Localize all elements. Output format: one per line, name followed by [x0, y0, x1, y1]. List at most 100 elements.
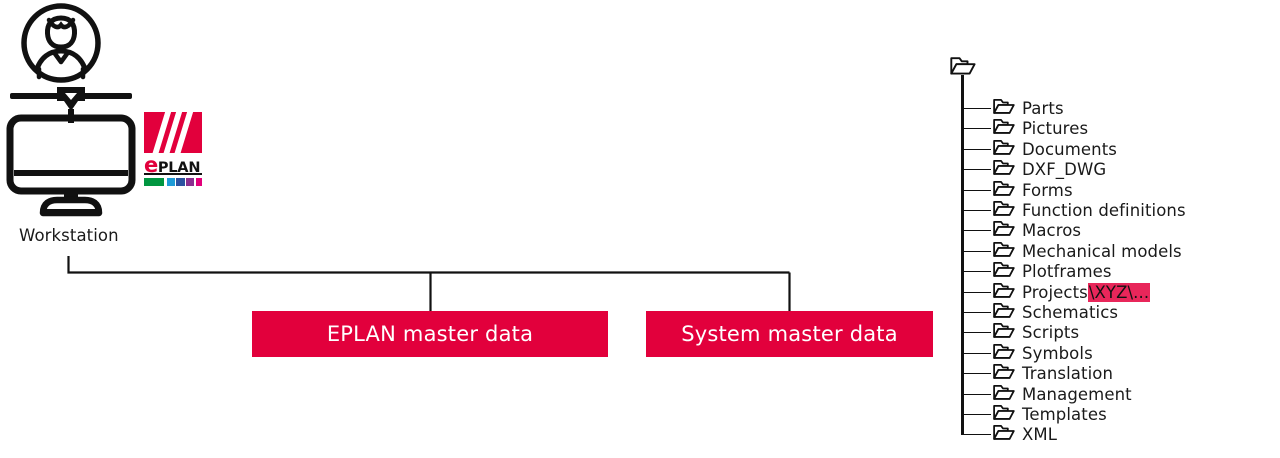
tree-item-label: Forms	[1022, 180, 1073, 200]
tree-item-label: Scripts	[1022, 323, 1080, 343]
workstation-label: Workstation	[19, 226, 119, 245]
folder-icon	[993, 98, 1015, 119]
tree-branch-line	[961, 291, 991, 293]
tree-item-label: Function definitions	[1022, 201, 1186, 220]
eplan-logo-mark	[144, 112, 202, 153]
tree-row[interactable]: Parts	[961, 98, 1064, 119]
tree-row[interactable]: Schematics	[961, 302, 1118, 323]
colorbar-gap	[163, 178, 167, 186]
folder-icon	[993, 384, 1015, 405]
eplan-master-data-box[interactable]: EPLAN master data	[252, 311, 608, 357]
root-folder-icon[interactable]	[950, 56, 976, 76]
folder-icon	[993, 200, 1015, 221]
tree-item-label: Management	[1022, 384, 1132, 404]
folder-icon	[993, 384, 1015, 400]
tree-branch-line	[961, 352, 991, 354]
user-avatar-icon	[21, 3, 101, 83]
tree-branch-line	[961, 414, 991, 415]
folder-icon	[993, 180, 1015, 201]
folder-icon	[993, 221, 1015, 237]
colorbar-gap	[174, 178, 177, 186]
tree-row[interactable]: Management	[961, 384, 1132, 405]
tree-item-label: XML	[1022, 425, 1058, 445]
tree-branch-line	[961, 312, 991, 313]
tree-branch-line	[961, 108, 991, 109]
folder-icon	[993, 159, 1015, 180]
tree-branch-line	[961, 332, 991, 334]
folder-icon	[993, 118, 1015, 139]
folder-icon	[993, 282, 1015, 303]
tree-row[interactable]: Templates	[961, 404, 1107, 425]
folder-icon	[993, 262, 1015, 278]
folder-icon	[993, 424, 1015, 445]
tree-branch-line	[961, 434, 991, 436]
tree-branch-line	[961, 230, 991, 232]
tree-row[interactable]: Symbols	[961, 343, 1093, 364]
colorbar-segment-purple	[186, 178, 194, 186]
tree-item-label: Symbols	[1022, 343, 1093, 363]
tree-item-label: Templates	[1022, 405, 1107, 424]
tree-branch-line	[961, 373, 991, 375]
tree-trunk-line	[961, 75, 964, 436]
folder-icon	[993, 343, 1015, 364]
tree-item-label: Mechanical models	[1022, 241, 1182, 261]
folder-icon	[993, 405, 1015, 420]
folder-icon	[993, 160, 1015, 176]
eplan-wordmark-plan: PLAN	[157, 160, 201, 176]
colorbar-segment-lightblue	[166, 178, 175, 186]
eplan-colorbar	[144, 178, 202, 186]
folder-icon	[993, 323, 1015, 339]
tree-row[interactable]: Plotframes	[961, 261, 1112, 282]
folder-icon	[993, 220, 1015, 241]
colorbar-segment-green	[144, 178, 164, 186]
folder-icon	[993, 404, 1015, 425]
folder-icon	[993, 99, 1015, 114]
colorbar-segment-blue	[176, 178, 185, 186]
eplan-wordmark-e: e	[144, 153, 158, 177]
folder-icon	[993, 139, 1015, 155]
folder-icon	[993, 322, 1015, 343]
tree-row[interactable]: Forms	[961, 180, 1073, 201]
folder-icon	[993, 343, 1015, 359]
folder-icon	[993, 261, 1015, 282]
folder-icon	[993, 241, 1015, 262]
folder-icon	[993, 139, 1015, 160]
tree-row[interactable]: Projects\XYZ\...	[961, 282, 1151, 303]
eplan-wordmark: ePLAN	[144, 153, 202, 177]
system-master-data-box[interactable]: System master data	[646, 311, 933, 357]
folder-icon	[993, 363, 1015, 384]
folder-icon	[993, 282, 1015, 298]
eplan-logo: ePLAN	[144, 112, 204, 187]
tree-branch-line	[961, 169, 991, 171]
tree-row[interactable]: DXF_DWG	[961, 159, 1106, 180]
folder-icon	[993, 201, 1015, 216]
tree-row[interactable]: Macros	[961, 220, 1081, 241]
tree-item-label: Projects\XYZ\...	[1022, 282, 1151, 302]
tree-branch-line	[961, 210, 991, 211]
colorbar-gap	[193, 178, 196, 186]
tree-item-label: Pictures	[1022, 119, 1089, 139]
tree-branch-line	[961, 250, 991, 252]
tree-item-label: Schematics	[1022, 303, 1119, 322]
tree-item-label: Documents	[1022, 139, 1117, 159]
tree-row[interactable]: Mechanical models	[961, 241, 1182, 262]
tree-item-label: DXF_DWG	[1022, 160, 1107, 180]
tree-row[interactable]: Translation	[961, 363, 1113, 384]
folder-icon	[993, 241, 1015, 257]
tree-branch-line	[961, 393, 991, 395]
tree-row[interactable]: Scripts	[961, 322, 1079, 343]
folder-icon	[993, 364, 1015, 380]
tree-item-label: Parts	[1022, 99, 1064, 118]
folder-icon	[993, 180, 1015, 196]
tree-branch-line	[961, 189, 991, 191]
tree-row[interactable]: XML	[961, 424, 1057, 445]
folder-icon	[993, 303, 1015, 318]
colorbar-gap	[184, 178, 187, 186]
tree-row[interactable]: Function definitions	[961, 200, 1186, 221]
tree-item-highlight: \XYZ\...	[1087, 282, 1151, 302]
tree-item-label: Macros	[1022, 221, 1082, 241]
tree-row[interactable]: Pictures	[961, 118, 1088, 139]
tree-branch-line	[961, 271, 991, 273]
tree-row[interactable]: Documents	[961, 139, 1117, 160]
